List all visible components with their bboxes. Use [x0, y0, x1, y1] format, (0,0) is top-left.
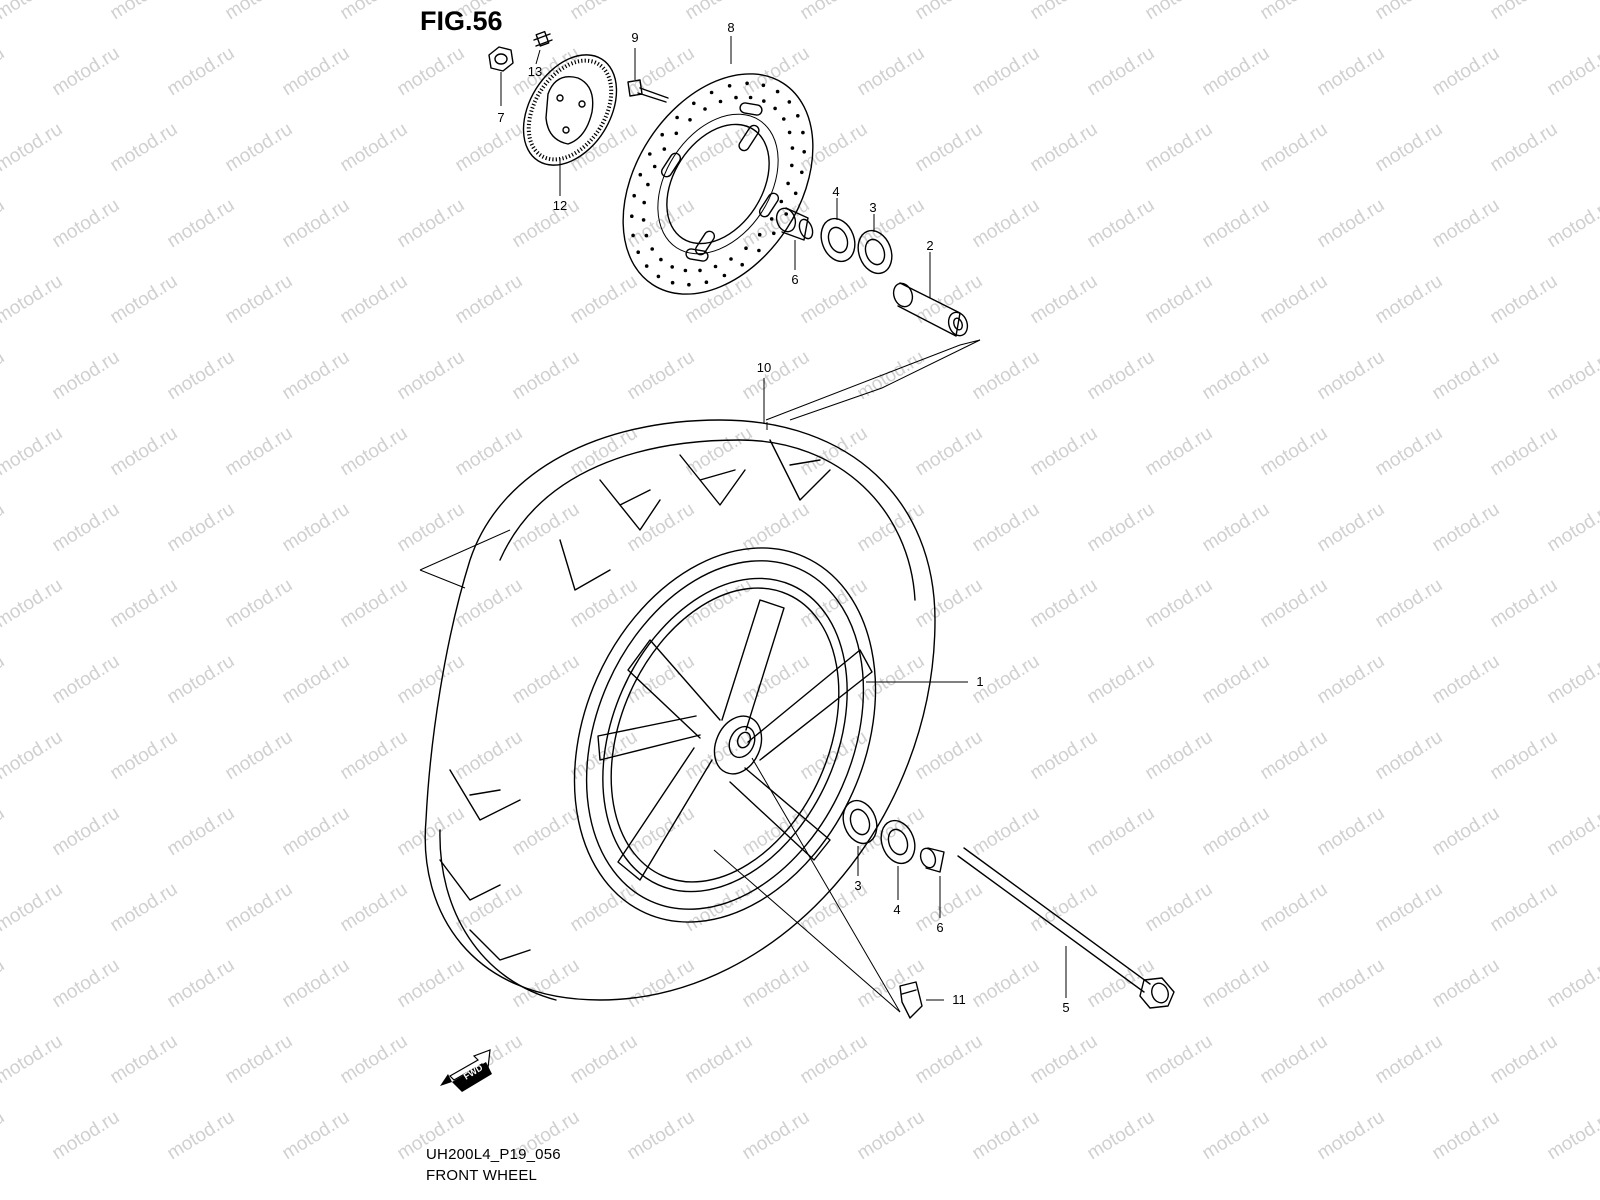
disc-hole [769, 217, 774, 221]
disc-hole [713, 264, 718, 269]
disc-hole [656, 274, 661, 279]
fwd-arrow-icon: FWD [440, 1049, 492, 1092]
disc-hole [698, 268, 702, 273]
disc-hole [674, 131, 679, 136]
disc-hole [630, 214, 634, 218]
disc-hole [787, 100, 792, 104]
callout-1: 1 [976, 674, 983, 689]
disc-hole [762, 99, 766, 103]
disc-hole [646, 182, 650, 187]
callout-4b: 4 [893, 902, 900, 917]
callout-4a: 4 [832, 184, 839, 199]
part-2-axle-spacer [892, 252, 969, 337]
disc-hole [662, 147, 667, 151]
disc-hole [782, 117, 786, 121]
disc-hole [631, 233, 635, 238]
callout-13: 13 [528, 64, 542, 79]
callout-10: 10 [757, 360, 771, 375]
part-1-wheel-assembly [419, 419, 968, 1013]
callout-7: 7 [497, 110, 504, 125]
callout-5: 5 [1062, 1000, 1069, 1015]
disc-hole [652, 164, 657, 169]
part-3-bearing-bottom [842, 799, 878, 876]
disc-hole [779, 199, 784, 204]
disc-hole [709, 90, 714, 95]
callout-6a: 6 [791, 272, 798, 287]
disc-hole [659, 257, 663, 262]
part-10-leader [763, 339, 981, 424]
part-4-oil-seal-bottom [880, 819, 916, 900]
disc-hole [718, 99, 723, 104]
disc-hole [636, 250, 640, 254]
callout-6b: 6 [936, 920, 943, 935]
part-4-oil-seal-top [820, 198, 856, 263]
disc-hole [800, 170, 804, 175]
disc-hole [734, 95, 738, 100]
part-9-disc-bolt [627, 48, 669, 103]
disc-hole [660, 132, 664, 137]
disc-hole [761, 83, 766, 88]
disc-hole [744, 246, 748, 250]
part-8-brake-disc [622, 36, 814, 295]
disc-hole [644, 233, 649, 238]
disc-hole [632, 193, 636, 198]
disc-hole [787, 130, 792, 135]
part-13-screw [533, 30, 553, 65]
part-7-nut [488, 46, 514, 106]
disc-hole [757, 232, 762, 237]
callout-8: 8 [727, 20, 734, 35]
disc-hole [790, 146, 795, 150]
callout-11: 11 [952, 992, 966, 1007]
disc-hole [688, 118, 692, 122]
disc-hole [773, 106, 777, 111]
disc-hole [748, 95, 753, 100]
disc-hole [772, 231, 776, 236]
figure-caption: FRONT WHEEL [426, 1167, 538, 1184]
disc-hole [687, 282, 691, 287]
figure-title: FIG.56 [420, 6, 503, 36]
disc-hole [793, 191, 798, 196]
disc-hole [638, 172, 643, 177]
figure-code: UH200L4_P19_056 [426, 1146, 561, 1163]
disc-hole [675, 115, 679, 120]
disc-hole [642, 200, 646, 205]
disc-hole [641, 218, 646, 222]
part-6-spacer-top [775, 207, 814, 270]
disc-hole [729, 257, 733, 261]
disc-hole [704, 280, 709, 285]
disc-hole [802, 150, 806, 154]
disc-hole [745, 81, 749, 86]
callout-9: 9 [631, 30, 638, 45]
disc-hole [670, 280, 675, 285]
part-11-valve [899, 981, 944, 1019]
disc-hole [786, 181, 790, 186]
part-3-bearing-top [857, 214, 893, 275]
disc-hole [683, 268, 688, 273]
disc-hole [692, 101, 696, 106]
disc-hole [703, 107, 707, 111]
callout-12: 12 [553, 198, 567, 213]
part-12-sensor-rotor [522, 54, 618, 196]
disc-hole [650, 247, 654, 251]
disc-hole [775, 89, 780, 94]
part-5-axle [957, 847, 1175, 1009]
callout-3a: 3 [869, 200, 876, 215]
disc-hole [648, 152, 652, 156]
callout-3b: 3 [854, 878, 861, 893]
disc-hole [670, 265, 674, 269]
disc-hole [790, 163, 794, 168]
part-6-spacer-bottom [919, 847, 945, 918]
disc-hole [740, 262, 744, 267]
callout-2: 2 [926, 238, 933, 253]
disc-hole [801, 130, 805, 135]
disc-hole [644, 264, 649, 268]
disc-hole [722, 273, 727, 278]
disc-hole [757, 248, 761, 253]
disc-hole [727, 84, 732, 88]
disc-hole [796, 114, 800, 118]
disc-hole [784, 212, 788, 216]
